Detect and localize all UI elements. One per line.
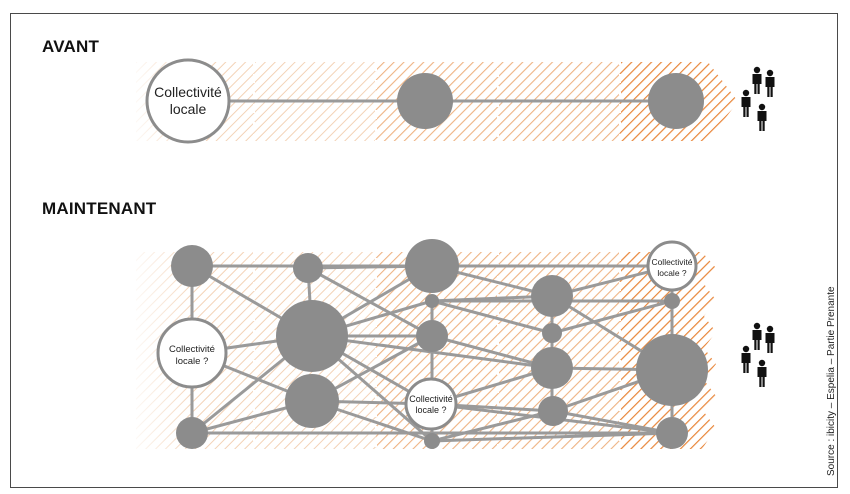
now-node-collectivite-right <box>646 240 698 292</box>
node-actor <box>405 239 459 293</box>
node-actor <box>542 323 562 343</box>
section-title-now: MAINTENANT <box>42 199 157 218</box>
now-node-left-label-line2: locale ? <box>176 356 209 367</box>
node-actor <box>416 320 448 352</box>
now-node-left-label-line1: Collectivité <box>169 344 215 355</box>
now-nodes <box>171 239 708 449</box>
node-actor <box>636 334 708 406</box>
now-node-center-label-line2: locale ? <box>415 405 446 415</box>
before-node-label-line2: locale <box>170 101 207 117</box>
node-actor <box>531 275 573 317</box>
node-actor <box>425 294 439 308</box>
now-node-right-label-line2: locale ? <box>657 268 687 278</box>
now-node-collectivite-center <box>404 377 458 431</box>
people-group-icon <box>741 66 775 131</box>
source-credit: Source : ibicity – Espelia – Partie Pren… <box>826 286 837 476</box>
people-group-icon <box>741 322 775 387</box>
node-actor <box>285 374 339 428</box>
now-node-center-label-line1: Collectivité <box>409 394 453 404</box>
node-actor <box>171 245 213 287</box>
node-actor <box>656 417 688 449</box>
before-node-intermediary <box>397 73 453 129</box>
node-actor <box>276 300 348 372</box>
node-actor <box>424 433 440 449</box>
node-actor <box>531 347 573 389</box>
now-node-collectivite-left <box>156 317 228 389</box>
figure-frame <box>10 13 838 488</box>
before-node-collectivite <box>145 58 231 144</box>
node-actor <box>538 396 568 426</box>
node-actor <box>176 417 208 449</box>
before-node-final <box>648 73 704 129</box>
now-node-right-label-line1: Collectivité <box>651 257 692 267</box>
node-actor <box>293 253 323 283</box>
section-title-before: AVANT <box>42 37 100 56</box>
before-node-label-line1: Collectivité <box>154 84 222 100</box>
node-actor <box>664 293 680 309</box>
